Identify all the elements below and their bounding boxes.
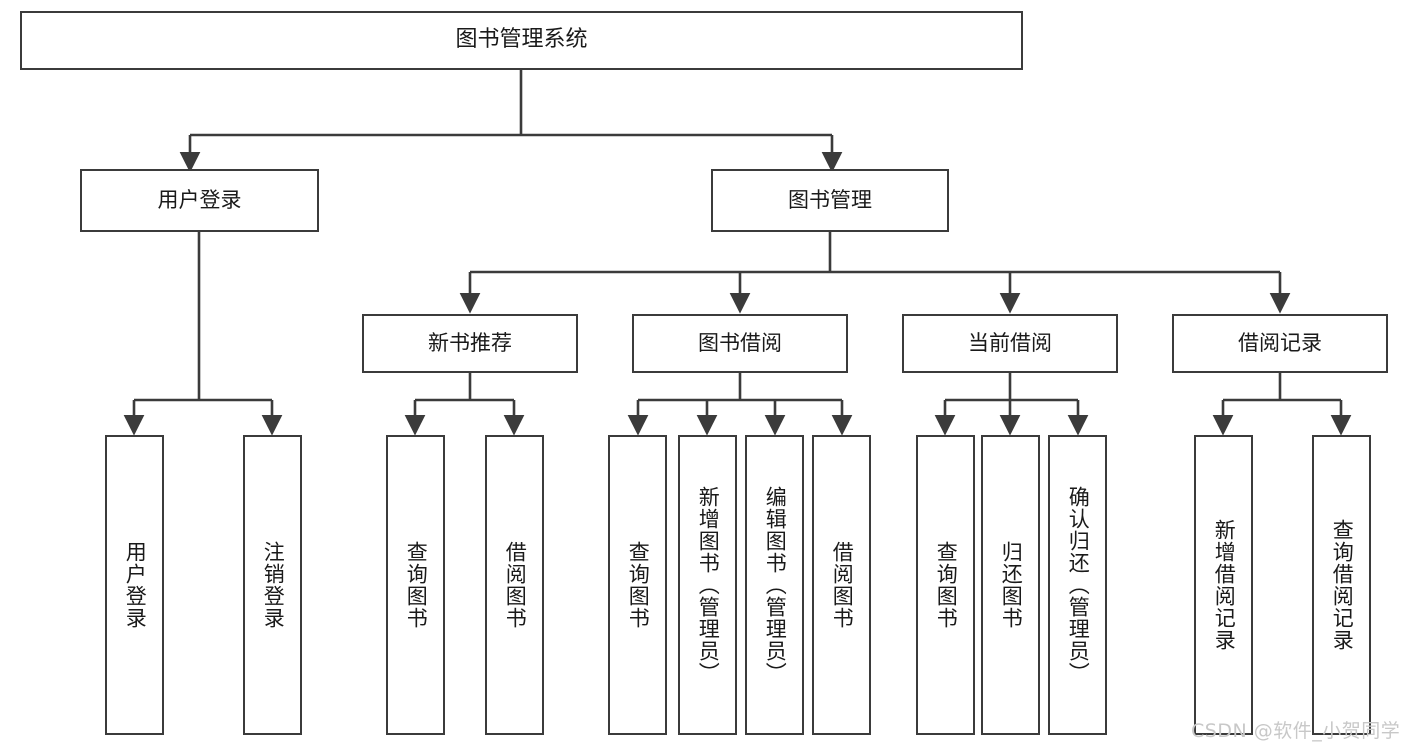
csdn-watermark: CSDN @软件_小贺同学 — [1191, 720, 1401, 742]
leaf-current-query-book-label: 查询图书 — [934, 541, 959, 629]
node-user-login[interactable]: 用户登录 — [80, 169, 319, 232]
leaf-borrow-add-book[interactable]: 新增图书（管理员） — [678, 435, 737, 735]
leaf-borrow-borrow-book-label: 借阅图书 — [830, 541, 855, 629]
node-current-borrow-label: 当前借阅 — [968, 330, 1052, 355]
leaf-borrow-query-book[interactable]: 查询图书 — [608, 435, 667, 735]
leaf-recommend-borrow-book-label: 借阅图书 — [503, 541, 528, 629]
node-new-book-recommend[interactable]: 新书推荐 — [362, 314, 578, 373]
leaf-current-confirm-return[interactable]: 确认归还（管理员） — [1048, 435, 1107, 735]
leaf-borrow-edit-book-label: 编辑图书（管理员） — [763, 486, 788, 684]
node-current-borrow[interactable]: 当前借阅 — [902, 314, 1118, 373]
leaf-borrow-edit-book[interactable]: 编辑图书（管理员） — [745, 435, 804, 735]
leaf-user-login-logout-label: 注销登录 — [261, 541, 286, 629]
node-book-borrow-label: 图书借阅 — [698, 330, 782, 355]
leaf-record-add-record[interactable]: 新增借阅记录 — [1194, 435, 1253, 735]
leaf-borrow-add-book-label: 新增图书（管理员） — [696, 486, 721, 684]
leaf-record-add-record-label: 新增借阅记录 — [1212, 519, 1237, 651]
node-user-login-label: 用户登录 — [157, 187, 242, 212]
leaf-recommend-borrow-book[interactable]: 借阅图书 — [485, 435, 544, 735]
leaf-record-query-record-label: 查询借阅记录 — [1330, 519, 1355, 651]
leaf-user-login-logout[interactable]: 注销登录 — [243, 435, 302, 735]
leaf-user-login-login-label: 用户登录 — [123, 541, 148, 629]
node-borrow-record[interactable]: 借阅记录 — [1172, 314, 1388, 373]
leaf-current-query-book[interactable]: 查询图书 — [916, 435, 975, 735]
leaf-borrow-query-book-label: 查询图书 — [626, 541, 651, 629]
leaf-user-login-login[interactable]: 用户登录 — [105, 435, 164, 735]
leaf-record-query-record[interactable]: 查询借阅记录 — [1312, 435, 1371, 735]
node-book-management[interactable]: 图书管理 — [711, 169, 949, 232]
leaf-recommend-query-book-label: 查询图书 — [404, 541, 429, 629]
node-borrow-record-label: 借阅记录 — [1238, 330, 1322, 355]
node-root-label: 图书管理系统 — [455, 27, 588, 53]
leaf-current-return-book[interactable]: 归还图书 — [981, 435, 1040, 735]
leaf-borrow-borrow-book[interactable]: 借阅图书 — [812, 435, 871, 735]
leaf-current-return-book-label: 归还图书 — [999, 541, 1024, 629]
node-root[interactable]: 图书管理系统 — [20, 11, 1023, 70]
leaf-recommend-query-book[interactable]: 查询图书 — [386, 435, 445, 735]
node-book-borrow[interactable]: 图书借阅 — [632, 314, 848, 373]
leaf-current-confirm-return-label: 确认归还（管理员） — [1066, 486, 1091, 684]
node-book-management-label: 图书管理 — [788, 187, 872, 212]
node-new-book-recommend-label: 新书推荐 — [428, 330, 512, 355]
